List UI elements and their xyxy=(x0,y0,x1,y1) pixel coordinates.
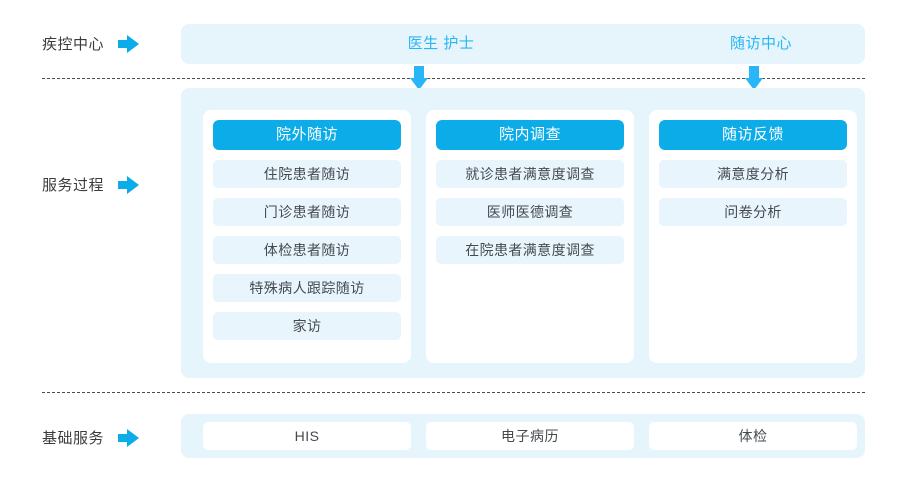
list-item[interactable]: 住院患者随访 xyxy=(213,160,401,188)
column-header[interactable]: 随访反馈 xyxy=(659,120,847,150)
row-label-service-process: 服务过程 xyxy=(42,174,140,195)
divider-dashed-bottom xyxy=(42,392,865,393)
list-item[interactable]: 体检患者随访 xyxy=(213,236,401,264)
base-service-card[interactable]: HIS xyxy=(203,422,411,450)
service-column-followup-feedback: 随访反馈 满意度分析 问卷分析 xyxy=(649,110,857,363)
service-process-panel: 院外随访 住院患者随访 门诊患者随访 体检患者随访 特殊病人跟踪随访 家访 院内… xyxy=(181,88,865,378)
row-label-text: 基础服务 xyxy=(42,430,105,447)
arrow-right-shaft xyxy=(118,433,130,442)
list-item[interactable]: 就诊患者满意度调查 xyxy=(436,160,624,188)
arrow-down-icon-left xyxy=(410,66,428,90)
service-column-outpatient-followup: 院外随访 住院患者随访 门诊患者随访 体检患者随访 特殊病人跟踪随访 家访 xyxy=(203,110,411,363)
row-label-disease-control: 疾控中心 xyxy=(42,33,140,54)
arrow-down-head xyxy=(410,78,428,90)
arrow-right-shaft xyxy=(118,180,130,189)
list-item[interactable]: 满意度分析 xyxy=(659,160,847,188)
row-label-text: 疾控中心 xyxy=(42,36,105,53)
row-label-text: 服务过程 xyxy=(42,177,105,194)
service-column-inhospital-survey: 院内调查 就诊患者满意度调查 医师医德调查 在院患者满意度调查 xyxy=(426,110,634,363)
arrow-right-shaft xyxy=(118,39,130,48)
base-service-card[interactable]: 体检 xyxy=(649,422,857,450)
base-services-panel: HIS 电子病历 体检 xyxy=(181,414,865,458)
top-band-panel: 医生 护士 随访中心 xyxy=(181,24,865,64)
arrow-down-head xyxy=(745,78,763,90)
row-label-base-services: 基础服务 xyxy=(42,427,140,448)
arrow-right-icon xyxy=(118,428,140,447)
band-item-doctors-nurses: 医生 护士 xyxy=(407,35,475,52)
arrow-right-head xyxy=(127,175,140,194)
list-item[interactable]: 医师医德调查 xyxy=(436,198,624,226)
arrow-down-icon-right xyxy=(745,66,763,90)
band-item-followup-center: 随访中心 xyxy=(729,35,792,52)
arrow-right-head xyxy=(127,34,140,53)
arrow-down-shaft xyxy=(749,66,759,79)
list-item[interactable]: 特殊病人跟踪随访 xyxy=(213,274,401,302)
list-item[interactable]: 问卷分析 xyxy=(659,198,847,226)
list-item[interactable]: 家访 xyxy=(213,312,401,340)
list-item[interactable]: 门诊患者随访 xyxy=(213,198,401,226)
column-header[interactable]: 院外随访 xyxy=(213,120,401,150)
column-header[interactable]: 院内调查 xyxy=(436,120,624,150)
list-item[interactable]: 在院患者满意度调查 xyxy=(436,236,624,264)
arrow-down-shaft xyxy=(414,66,424,79)
divider-dashed-top xyxy=(42,78,865,79)
arrow-right-head xyxy=(127,428,140,447)
arrow-right-icon xyxy=(118,175,140,194)
base-service-card[interactable]: 电子病历 xyxy=(426,422,634,450)
arrow-right-icon xyxy=(118,34,140,53)
